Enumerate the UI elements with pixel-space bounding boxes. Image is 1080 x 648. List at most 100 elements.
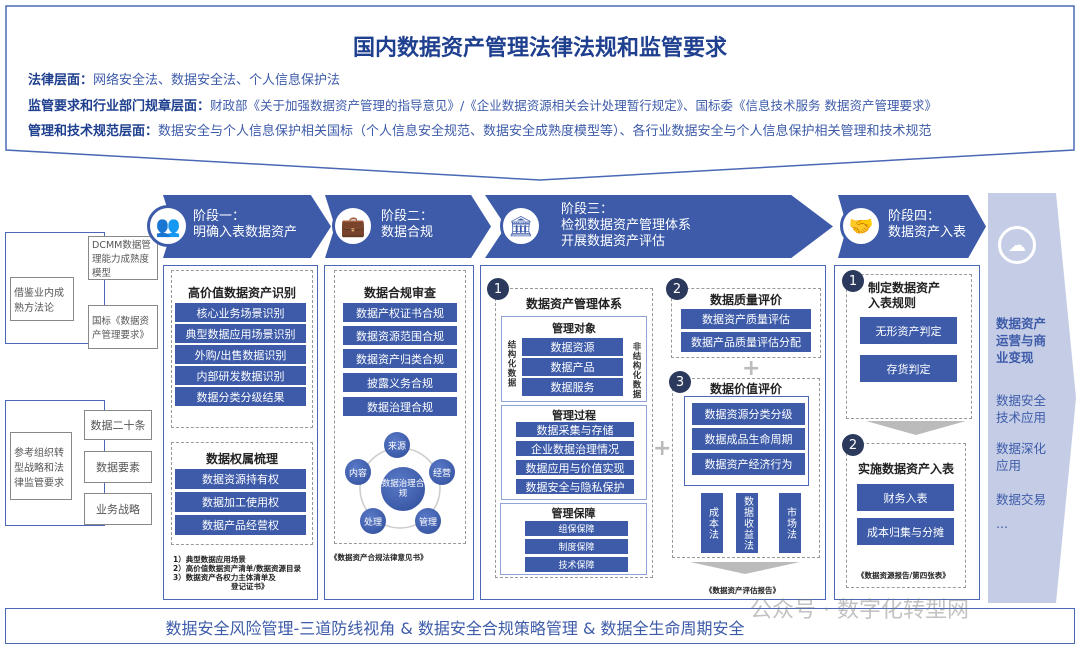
object-list: 数据资源 数据产品 数据服务	[522, 338, 623, 396]
cloud-sync-icon: ☁	[998, 226, 1036, 264]
quality-list: 数据资产质量评估 数据产品质量评估分配	[681, 309, 811, 352]
list-item: 数据产权证书合规	[343, 303, 457, 322]
box-title: 管理保障	[551, 507, 596, 520]
box-title: 数据权属梳理	[205, 452, 278, 466]
handshake-icon: 🤝	[840, 205, 882, 247]
regulation-line: 监管要求和行业部门规章层面：财政部《关于加强数据资产管理的指导意见》/《企业数据…	[28, 93, 937, 119]
footer-text: 数据安全风险管理-三道防线视角 & 数据安全合规策略管理 & 数据全生命周期安全	[165, 619, 745, 638]
watermark: 公众号 · 数字化转型网	[750, 598, 969, 623]
plus-icon: +	[742, 356, 761, 381]
stage1-notes: 1）典型数据应用场景 2）高价值数据资产清单/数据资源目录 3）数据资产各权力主…	[173, 555, 301, 591]
business-strategy-box: 业务战略	[84, 493, 152, 525]
guarantee-list: 组保保障 制度保障 技术保障	[525, 521, 628, 572]
list-item: 数据产品经营权	[175, 515, 306, 535]
compliance-output: 《数据资产合规法律意见书》	[330, 553, 428, 562]
stage-title: 检视数据资产管理体系	[561, 218, 692, 233]
structured-label: 结构化数据	[506, 340, 516, 388]
list-item: 典型数据应用场景识别	[175, 324, 306, 343]
list-item: 数据采集与存储	[516, 422, 634, 437]
report-output: 《数据资源报告/第四张表》	[857, 571, 950, 580]
list-item: 数据资源分类分级	[692, 403, 805, 425]
market-method: 市场法	[779, 493, 801, 553]
left-group2-source: 参考组织转型战略和法律监管要求	[10, 432, 72, 500]
stage-title: 数据资产入表	[888, 225, 967, 240]
step-number: 1	[487, 278, 509, 300]
list-item: 外购/出售数据识别	[175, 345, 306, 364]
right-item: 数据交易	[996, 492, 1047, 507]
line-label: 法律层面：	[28, 73, 94, 88]
left-group1-frame	[5, 232, 105, 344]
asset-identification-box	[171, 270, 313, 428]
income-method: 数据收益法	[736, 493, 758, 553]
list-item: 数据资产归类合规	[343, 349, 457, 368]
footer-banner	[5, 608, 1075, 644]
list-item: 数据应用与价值实现	[516, 460, 634, 475]
list-item: 数据分类分级结果	[175, 387, 306, 406]
header-lines: 法律层面：网络安全法、数据安全法、个人信息保护法 监管要求和行业部门规章层面：财…	[28, 68, 937, 144]
ring-node: 处理	[360, 508, 386, 534]
down-arrow-icon	[866, 421, 966, 435]
box-title: 数据资产管理体系	[525, 297, 622, 311]
dcmm-box: DCMM数据管理能力成熟度模型	[88, 236, 158, 280]
data-elements-box: 数据要素	[84, 451, 152, 483]
step-number: 2	[666, 278, 688, 300]
compliance-review-box	[334, 270, 466, 544]
box-title: 数据质量评价	[709, 293, 782, 307]
ring-node: 管理	[415, 508, 441, 534]
evaluation-output: 《数据资产评估报告》	[705, 586, 780, 595]
value-list: 数据资源分类分级 数据成品生命周期 数据资产经济行为	[692, 403, 805, 475]
down-arrow-icon	[690, 562, 800, 574]
management-system-box	[495, 288, 653, 578]
list-item: 数据资源	[522, 338, 623, 356]
bank-icon: 🏛	[500, 205, 542, 247]
list-item: 内部研发数据识别	[175, 366, 306, 385]
list-item: 无形资产判定	[860, 317, 957, 344]
list-item: 数据资源范围合规	[343, 326, 457, 345]
header-banner-shape	[5, 5, 1075, 181]
line-label: 监管要求和行业部门规章层面：	[28, 99, 211, 114]
list-item: 制度保障	[525, 539, 628, 554]
list-item: 核心业务场景识别	[175, 303, 306, 322]
unstructured-label: 非结构化数据	[631, 342, 641, 399]
team-icon: 👥	[147, 205, 189, 247]
rules-box	[846, 274, 972, 419]
quality-eval-box	[671, 288, 821, 358]
data-20-box: 数据二十条	[84, 410, 152, 440]
note: 3）数据资产各权力主体清单及	[173, 573, 276, 582]
stage3-panel	[480, 265, 826, 600]
step-number: 1	[842, 270, 864, 292]
box-title: 数据合规审查	[363, 286, 436, 300]
box-title: 实施数据资产入表	[857, 462, 954, 476]
list-item: 数据资源持有权	[175, 469, 306, 489]
list-item: 数据产品	[522, 358, 623, 376]
box-title: 高价值数据资产识别	[187, 286, 296, 300]
meeting-icon: 💼	[332, 205, 374, 247]
management-guarantee-box	[500, 503, 647, 575]
stage-title: 数据合规	[381, 225, 434, 240]
list-item: 数据资产质量评估	[681, 309, 811, 329]
right-item: 数据深化应用	[996, 441, 1047, 473]
management-object-box	[501, 316, 647, 402]
stage1-arrow: 阶段一：明确入表数据资产	[163, 195, 331, 258]
line-text: 网络安全法、数据安全法、个人信息保护法	[93, 73, 341, 88]
ownership-list: 数据资源持有权 数据加工使用权 数据产品经营权	[175, 469, 306, 535]
ring-node: 内容	[345, 459, 371, 485]
note: 2）高价值数据资产清单/数据资源目录	[173, 564, 301, 573]
right-main-text: 数据资产运营与商业变现	[996, 316, 1047, 365]
box-title: 制定数据资产入表规则	[868, 281, 941, 310]
note: 1）典型数据应用场景	[173, 555, 246, 564]
law-line: 法律层面：网络安全法、数据安全法、个人信息保护法	[28, 68, 937, 93]
step-number: 2	[842, 434, 864, 456]
right-arrow-shape	[988, 193, 1076, 603]
stage-title: 明确入表数据资产	[193, 225, 298, 240]
step-number: 3	[669, 371, 691, 393]
line-text: 数据安全与个人信息保护相关国标（个人信息安全规范、数据安全成熟度模型等）、各行业…	[158, 124, 932, 139]
stage3-arrow: 阶段三：检视数据资产管理体系开展数据资产评估	[485, 195, 833, 258]
governance-center: 数据治理合规	[381, 467, 425, 511]
list-item: 披露义务合规	[343, 373, 457, 392]
list-item: 存货判定	[860, 355, 957, 382]
line-text: 财政部《关于加强数据资产管理的指导意见》/《企业数据资源相关会计处理暂行规定》、…	[210, 98, 937, 113]
ring-node: 来源	[384, 432, 410, 458]
list-item: 数据成品生命周期	[692, 428, 805, 450]
box-title: 数据价值评价	[709, 382, 782, 396]
